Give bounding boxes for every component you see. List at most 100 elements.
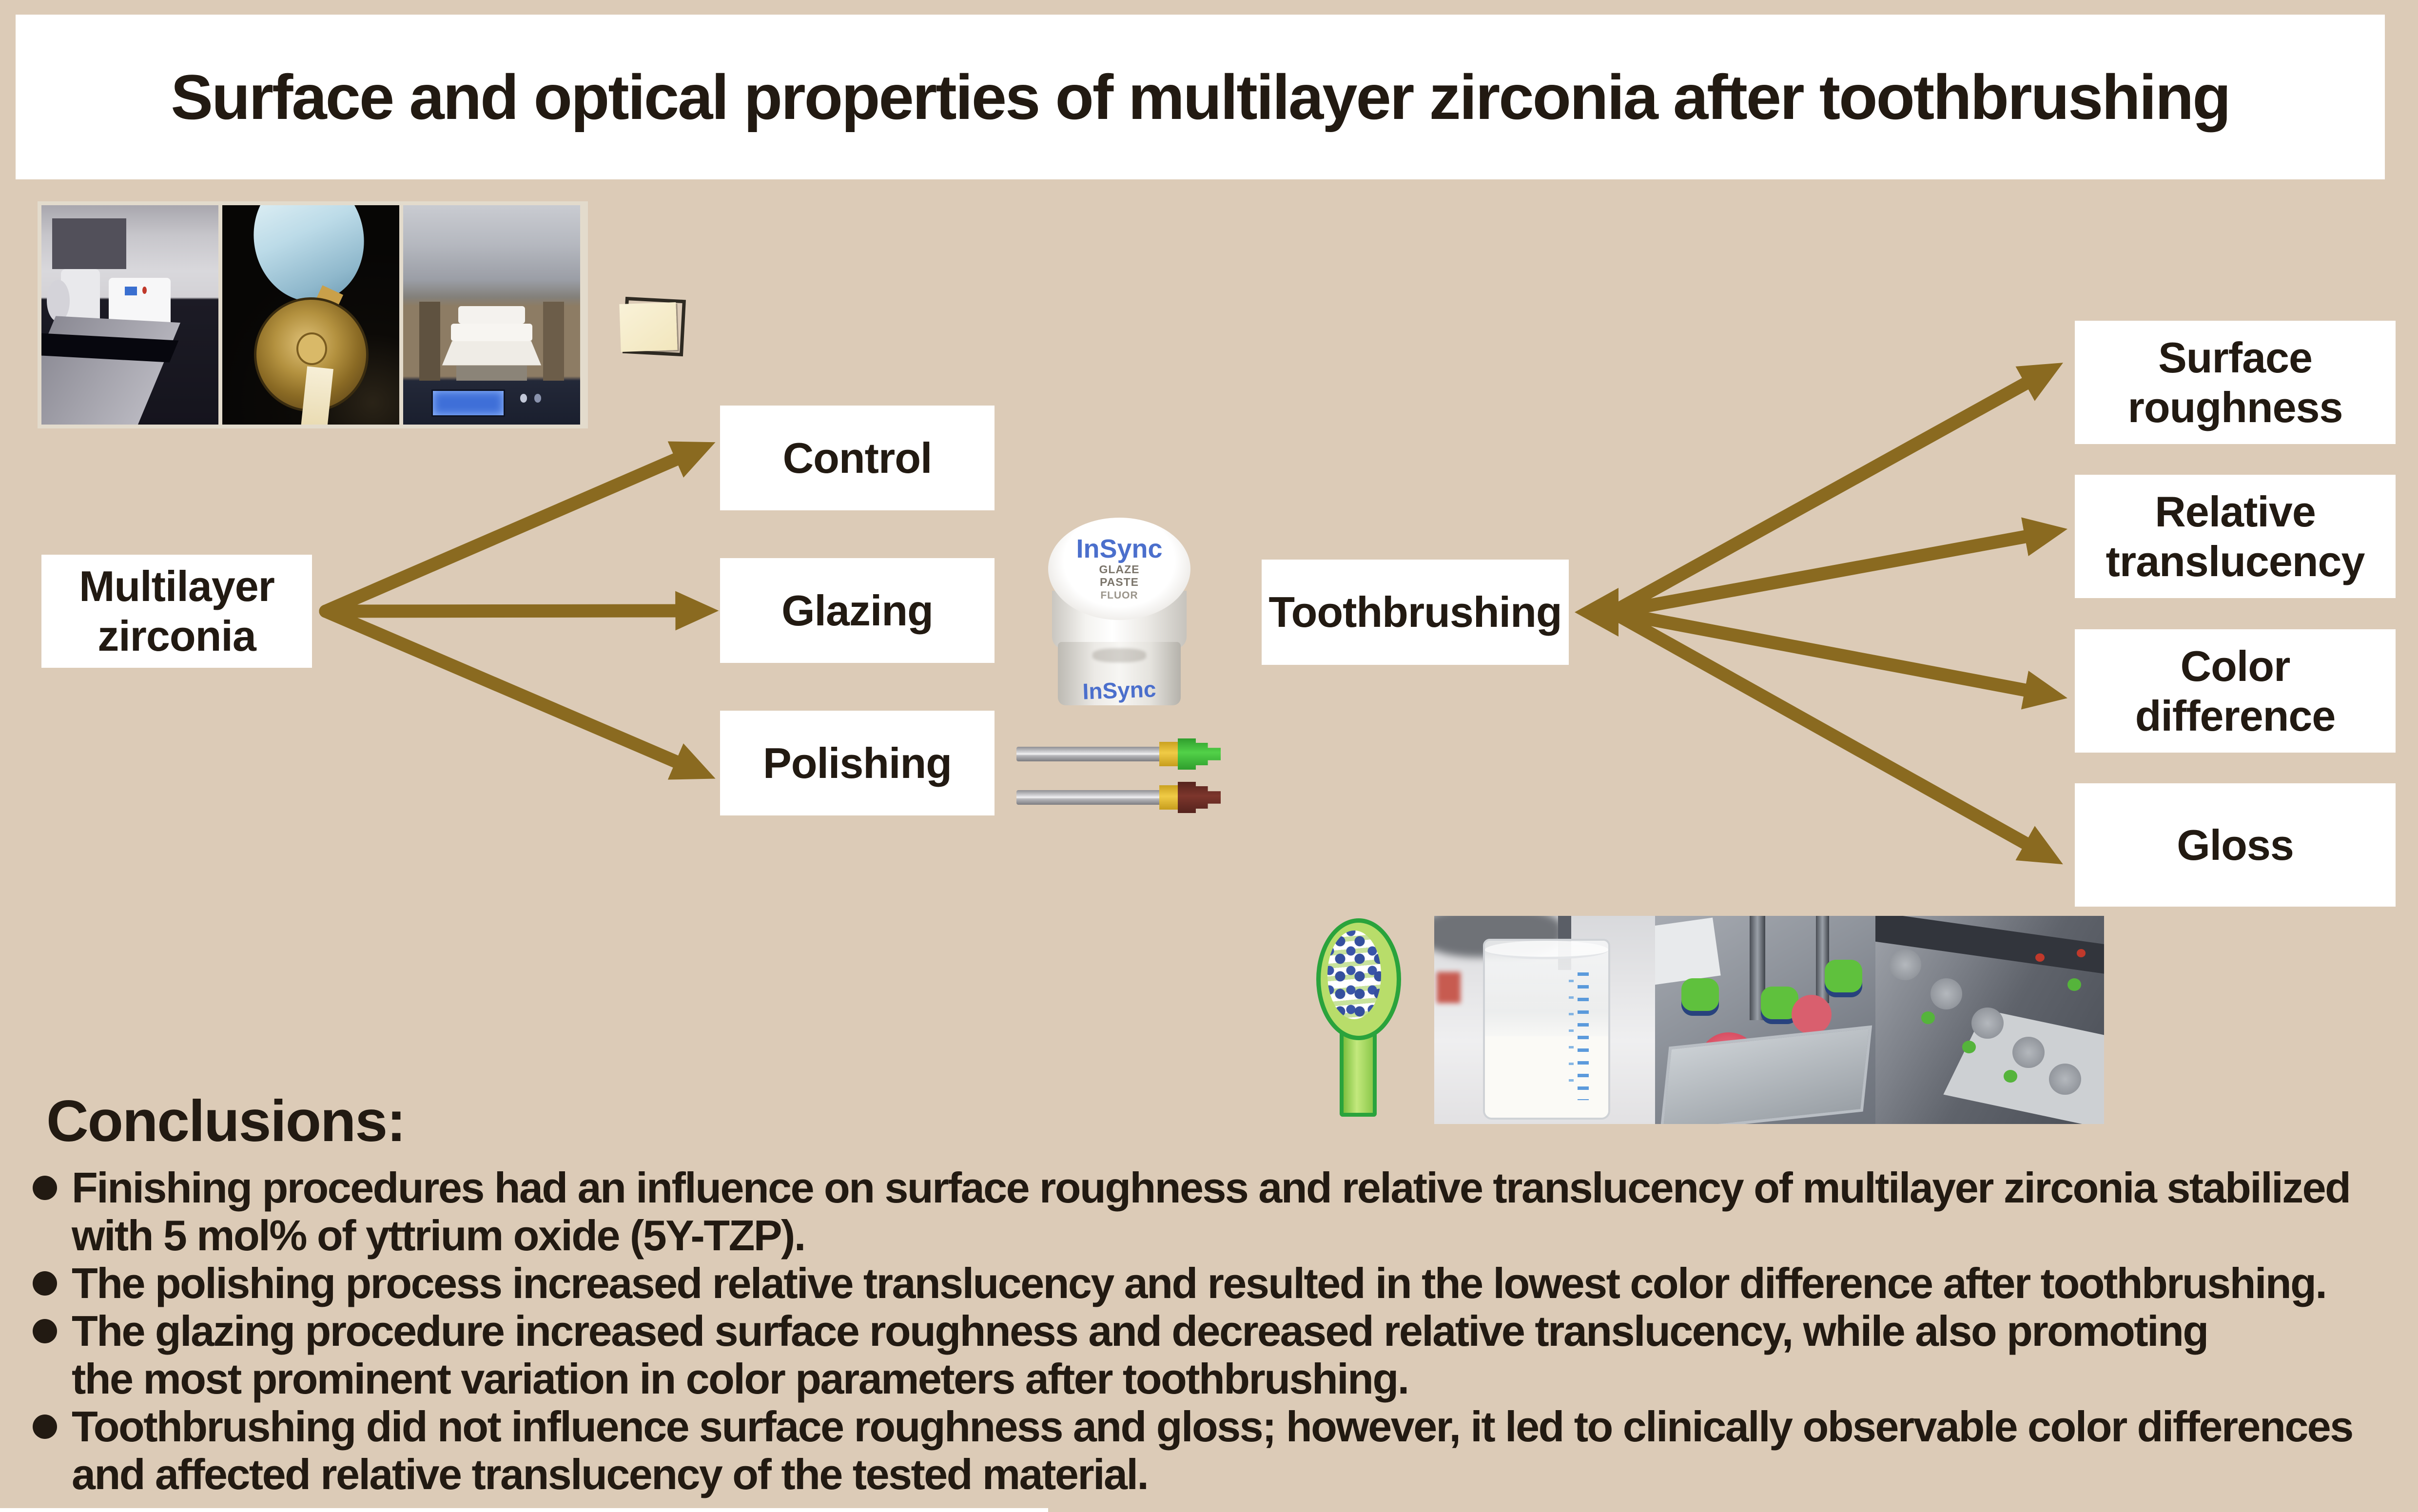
specimen-disc-pink [1792, 995, 1832, 1035]
brush-holder-green [1825, 959, 1862, 997]
conclusion-bullet-4: Toothbrushing did not influence surface … [0, 1403, 2418, 1498]
bullet-icon [33, 1176, 57, 1200]
zirconia-specimen [619, 302, 678, 352]
glazing-box: Glazing [720, 558, 994, 663]
bullet-2-line-1: The polishing process increased relative… [72, 1259, 2327, 1307]
measuring-cup [1482, 938, 1611, 1120]
toothbrush-bristles [1327, 930, 1381, 1019]
photo-brushing-machine-rows [1875, 916, 2104, 1124]
outcome-label: difference [2135, 691, 2336, 740]
machine-bracket [1655, 917, 1721, 985]
outcome-label: Gloss [2177, 820, 2294, 869]
multilayer-zirconia-box: Multilayer zirconia [41, 555, 312, 668]
crucible-middle [451, 324, 532, 341]
jar-body-label-smudge [1092, 648, 1147, 662]
furnace-button [520, 394, 527, 403]
green-fixture-dot [2067, 978, 2082, 991]
cup-scale-marks [1569, 979, 1574, 1093]
figure-margin-sliver [0, 1508, 1048, 1512]
arrow-to-polishing [319, 604, 716, 780]
control-label: Control [782, 433, 933, 482]
clamp-cylinder [1930, 978, 1963, 1010]
control-box: Control [720, 406, 994, 510]
furnace-wall-left [419, 302, 441, 381]
handpiece [244, 205, 374, 310]
arrow-to-color-difference [1606, 605, 2067, 710]
glazing-label: Glazing [781, 586, 934, 635]
green-fixture-dot [1921, 1011, 1935, 1025]
toothbrushing-label: Toothbrushing [1268, 588, 1562, 636]
conclusion-bullet-1: Finishing procedures had an influence on… [0, 1164, 2418, 1260]
jar-label-fluor: FLUOR [1100, 590, 1138, 601]
furnace-display [431, 389, 506, 417]
toothbrush-icon [1316, 918, 1401, 1040]
jar-lid-top: InSync GLAZE PASTE FLUOR [1048, 518, 1190, 620]
outcome-label: roughness [2127, 383, 2343, 431]
photo-diamond-disc [222, 205, 399, 425]
polishing-bur-shaft-maroon [1016, 790, 1163, 805]
jar-body: InSync [1058, 642, 1181, 705]
furnace-pedestal [456, 365, 527, 381]
polishing-bur-tip-green [1178, 738, 1221, 770]
crucible-top [458, 306, 526, 324]
outcome-label: Color [2180, 641, 2291, 690]
conclusions-section: Conclusions: Finishing procedures had an… [0, 1092, 2418, 1498]
preparation-photo-strip [38, 201, 588, 428]
cutting-machine-monitor [52, 218, 127, 269]
clamp-cylinder [1971, 1007, 2004, 1039]
polishing-bur-tip-maroon [1178, 782, 1221, 813]
bullet-icon [33, 1271, 57, 1296]
glaze-paste-jar: InSync InSync GLAZE PASTE FLUOR [1048, 518, 1190, 708]
clamp-cylinder [2049, 1064, 2082, 1095]
bullet-icon [33, 1415, 57, 1439]
cup-rim [1484, 940, 1609, 959]
disc-hub [296, 332, 327, 365]
photo-sintering-furnace [403, 205, 580, 425]
source-label-line2: zirconia [98, 612, 256, 660]
furnace-wall-right [543, 302, 565, 381]
bullet-4-line-1: Toothbrushing did not influence surface … [72, 1402, 2354, 1451]
page-title: Surface and optical properties of multil… [171, 61, 2231, 133]
conclusion-bullet-3: The glazing procedure increased surface … [0, 1307, 2418, 1403]
bullet-1-line-2: with 5 mol% of yttrium oxide (5Y-TZP). [72, 1211, 806, 1260]
background-red-label [1436, 972, 1461, 1004]
outcome-label: Surface [2158, 333, 2313, 382]
block-label-blue [124, 286, 137, 295]
green-fixture-dot [2003, 1069, 2017, 1083]
polishing-box: Polishing [720, 711, 994, 815]
arrow-to-surface-roughness [1606, 363, 2064, 619]
crucible-base [442, 341, 542, 366]
furnace-button [534, 394, 542, 403]
jar-label-paste: PASTE [1100, 576, 1139, 588]
block-label-red [142, 286, 147, 294]
bullet-1-line-1: Finishing procedures had an influence on… [72, 1163, 2351, 1212]
bullet-3-line-1: The glazing procedure increased surface … [72, 1307, 2209, 1355]
arrow-to-gloss [1606, 605, 2063, 865]
relative-translucency-box: Relative translucency [2075, 475, 2396, 598]
clamp-cylinder [2012, 1036, 2045, 1068]
photo-slurry-cup [1434, 916, 1655, 1124]
polishing-label: Polishing [763, 738, 952, 787]
cutting-machine-wheel [46, 280, 70, 322]
polishing-bur-band-maroon [1159, 785, 1180, 810]
clamp-cylinder [1889, 949, 1921, 981]
red-fixture-dot [2076, 949, 2086, 958]
bullet-3-line-2: the most prominent variation in color pa… [72, 1355, 1409, 1403]
brush-holder-green [1681, 978, 1719, 1016]
color-difference-box: Color difference [2075, 629, 2396, 753]
toothbrushing-box: Toothbrushing [1262, 560, 1569, 665]
outcome-label: translucency [2106, 537, 2365, 585]
jar-brand: InSync [1076, 534, 1163, 563]
jar-label-glaze: GLAZE [1099, 563, 1140, 576]
photo-brushing-machine-close [1655, 916, 1875, 1124]
cup-graduations [1577, 972, 1589, 1100]
gloss-box: Gloss [2075, 783, 2396, 907]
fan-convergence-arrowhead-icon [1575, 588, 1618, 637]
toothbrushing-photo-strip [1434, 916, 2104, 1124]
conclusion-bullet-2: The polishing process increased relative… [0, 1260, 2418, 1307]
red-fixture-dot [2035, 953, 2045, 962]
bullet-icon [33, 1319, 57, 1343]
bullet-4-line-2: and affected relative translucency of th… [72, 1450, 1149, 1498]
outcome-label: Relative [2155, 487, 2316, 536]
